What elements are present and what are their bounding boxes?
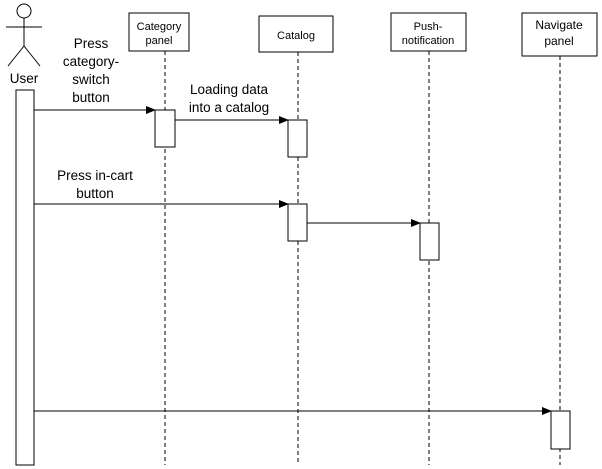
user-activation-bar — [15, 89, 35, 466]
message-label-line: Press in-cart — [57, 168, 133, 183]
participant-label: panel — [544, 34, 573, 48]
message-label-line: switch — [72, 72, 110, 87]
participant-label: notification — [402, 35, 455, 47]
participant-push-notification: Push- notification — [390, 12, 467, 52]
participant-navigate-panel: Navigate panel — [521, 12, 598, 57]
participant-label: Push- — [414, 21, 443, 33]
participant-box — [521, 12, 598, 57]
message-label-line: Press — [74, 36, 109, 51]
activation-catalog-2 — [287, 203, 308, 242]
activation-push-notification — [419, 222, 440, 261]
activation-navigate-panel — [550, 410, 571, 450]
message-label-line: into a catalog — [189, 100, 269, 115]
participant-label: Catalog — [277, 30, 315, 42]
participant-box — [128, 12, 190, 52]
actor-label: User — [10, 71, 39, 86]
message-label-line: category- — [63, 54, 119, 69]
message-label-press-category-switch: Press category- switch button — [63, 36, 119, 105]
participant-label: Navigate — [535, 18, 583, 32]
participant-box — [390, 12, 467, 52]
message-label-loading-data: Loading data into a catalog — [189, 82, 269, 115]
participant-label: Category — [137, 21, 182, 33]
participant-category-panel: Category panel — [128, 12, 190, 52]
message-label-line: button — [76, 186, 114, 201]
message-label-press-in-cart: Press in-cart button — [57, 168, 133, 201]
participant-label: panel — [146, 35, 173, 47]
message-label-line: button — [72, 90, 110, 105]
user-actor-icon — [6, 3, 42, 67]
activation-catalog-1 — [287, 119, 308, 158]
participant-catalog: Catalog — [258, 15, 334, 53]
message-label-line: Loading data — [190, 82, 269, 97]
activation-category-panel — [154, 109, 176, 148]
participant-box — [258, 15, 334, 53]
